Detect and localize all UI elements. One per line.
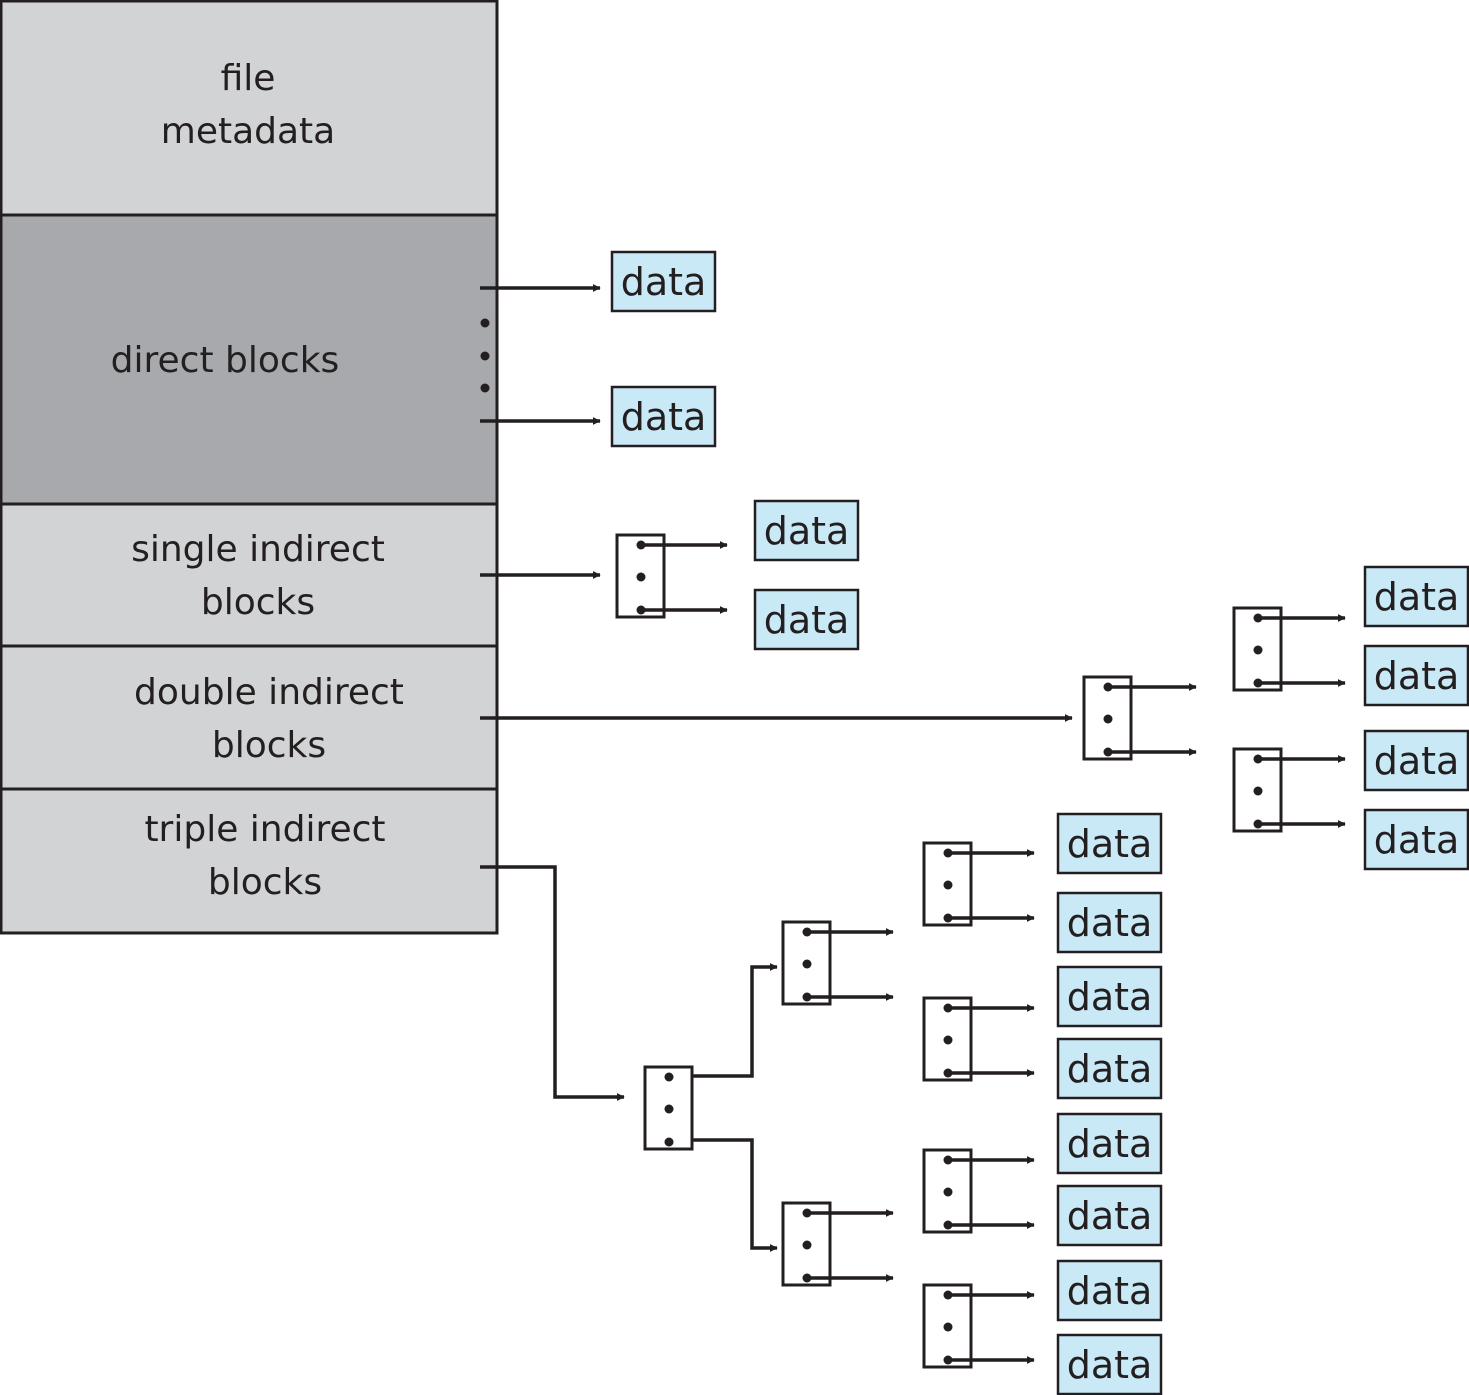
pointer-dot — [664, 1104, 674, 1114]
index-block — [922, 1148, 1035, 1234]
data-block-frame — [753, 588, 860, 651]
pointer-dot — [943, 1322, 953, 1332]
data-block-frame — [1056, 1037, 1163, 1100]
data-block-frame — [1363, 729, 1469, 792]
pointer-dot — [943, 1187, 953, 1197]
index-block — [922, 996, 1035, 1082]
data-block: data — [1363, 644, 1469, 707]
data-block: data — [1056, 965, 1163, 1028]
data-block-frame — [1056, 1184, 1163, 1247]
data-block-label: data — [1067, 1047, 1153, 1091]
data-block: data — [1056, 1259, 1163, 1322]
data-block: data — [1056, 1112, 1163, 1175]
triple-indirect-label-line2: blocks — [208, 862, 322, 903]
data-block: data — [1056, 891, 1163, 954]
data-block-label: data — [764, 509, 850, 553]
data-block-frame — [610, 250, 717, 313]
index-block — [1232, 606, 1346, 692]
data-block-label: data — [621, 260, 707, 304]
data-block-frame — [753, 499, 860, 562]
triple-level1-to-level2-arrow — [669, 963, 778, 1078]
index-block — [1082, 675, 1197, 761]
data-block-frame — [1056, 1112, 1163, 1175]
data-block-label: data — [1067, 1343, 1153, 1387]
direct-ellipsis-dot — [480, 383, 490, 393]
data-block-frame — [1363, 644, 1469, 707]
triple-indirect-pointer-arrow — [480, 865, 625, 1101]
double-indirect-label-line1: double indirect — [134, 672, 404, 713]
index-block — [781, 920, 894, 1006]
data-block: data — [753, 499, 860, 562]
index-block — [1232, 747, 1346, 833]
data-block-label: data — [1067, 901, 1153, 945]
inode-pointers — [480, 284, 1073, 1252]
index-block — [615, 533, 728, 619]
pointer-dot — [943, 1035, 953, 1045]
data-block: data — [1056, 1037, 1163, 1100]
data-block: data — [1363, 729, 1469, 792]
triple-level1-to-level2-arrow — [669, 1138, 778, 1252]
inode: file metadata direct blocks single indir… — [0, 0, 499, 935]
pointer-dot — [943, 880, 953, 890]
pointer-dot — [1103, 714, 1113, 724]
single-indirect-section — [0, 502, 499, 648]
pointer-dot — [802, 1240, 812, 1250]
double-indirect-section — [0, 644, 499, 791]
data-block-label: data — [1067, 1194, 1153, 1238]
data-block-label: data — [621, 395, 707, 439]
index-block — [922, 841, 1035, 927]
data-block-frame — [1363, 565, 1469, 628]
pointer-dot — [1253, 645, 1263, 655]
single-indirect-label-line2: blocks — [201, 582, 315, 623]
data-block: data — [1056, 812, 1163, 875]
pointer-dot — [664, 1137, 674, 1147]
double-indirect-label-line2: blocks — [212, 725, 326, 766]
data-block: data — [1056, 1184, 1163, 1247]
single-indirect-label-line1: single indirect — [131, 529, 385, 570]
file-metadata-section — [0, 0, 499, 217]
data-block-frame — [1056, 1259, 1163, 1322]
data-block-label: data — [1067, 822, 1153, 866]
data-block-frame — [1056, 965, 1163, 1028]
data-blocks: data data data data data data data data data data… — [610, 250, 1469, 1395]
direct-blocks-section — [0, 213, 499, 506]
pointer-dot — [664, 1072, 674, 1082]
index-block — [922, 1283, 1035, 1369]
data-block-frame — [1056, 1333, 1163, 1395]
file-metadata-label-line2: metadata — [161, 111, 335, 152]
data-block: data — [753, 588, 860, 651]
data-block: data — [1363, 808, 1469, 871]
file-metadata-label-line1: file — [221, 58, 276, 99]
pointer-dot — [1253, 786, 1263, 796]
data-block-label: data — [1067, 1269, 1153, 1313]
data-block-label: data — [1067, 1122, 1153, 1166]
data-block-label: data — [1374, 739, 1460, 783]
data-block-frame — [610, 385, 717, 448]
triple-indirect-label-line1: triple indirect — [144, 809, 385, 850]
data-block-label: data — [1374, 654, 1460, 698]
direct-blocks-label: direct blocks — [111, 340, 340, 381]
pointer-dot — [636, 572, 646, 582]
index-blocks — [615, 533, 1346, 1369]
data-block-frame — [1056, 891, 1163, 954]
index-block — [643, 1065, 694, 1151]
data-block: data — [1056, 1333, 1163, 1395]
data-block-label: data — [764, 598, 850, 642]
data-block: data — [610, 385, 717, 448]
data-block-frame — [1056, 812, 1163, 875]
data-block-frame — [1363, 808, 1469, 871]
data-block-label: data — [1374, 818, 1460, 862]
direct-ellipsis-dot — [480, 318, 490, 328]
data-block-label: data — [1067, 975, 1153, 1019]
data-block: data — [1363, 565, 1469, 628]
pointer-dot — [802, 959, 812, 969]
data-block: data — [610, 250, 717, 313]
triple-indirect-section — [0, 787, 499, 935]
data-block-label: data — [1374, 575, 1460, 619]
index-block — [781, 1201, 894, 1287]
direct-ellipsis-dot — [480, 351, 490, 361]
